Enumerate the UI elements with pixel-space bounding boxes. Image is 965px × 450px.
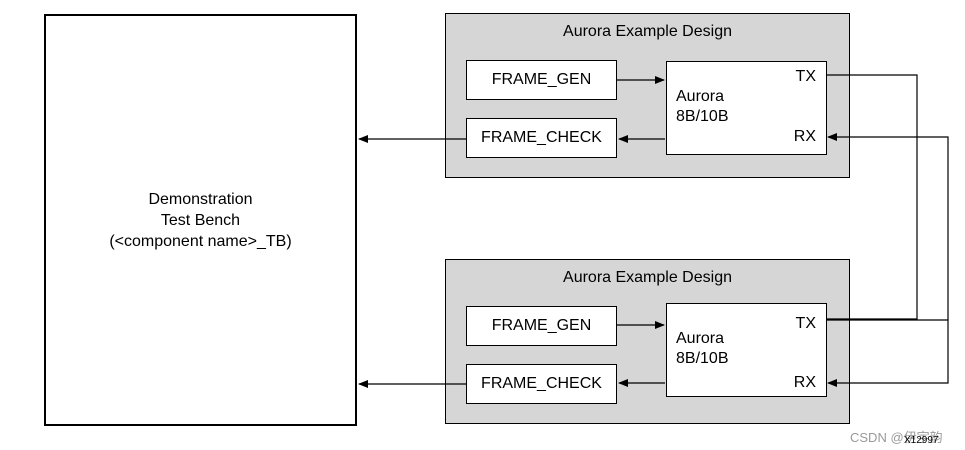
aurora-core-label: Aurora 8B/10B [676, 87, 728, 127]
design-title: Aurora Example Design [563, 23, 732, 40]
aurora-core-block: Aurora 8B/10B TX RX [666, 61, 827, 155]
design-title: Aurora Example Design [563, 269, 732, 286]
example-design-top: Aurora Example Design FRAME_GEN FRAME_CH… [445, 13, 850, 178]
frame-gen-block: FRAME_GEN [466, 60, 617, 100]
aurora-core-block: Aurora 8B/10B TX RX [666, 303, 827, 397]
test-bench-line-1: Demonstration [148, 190, 253, 208]
test-bench-line-3: (<component name>_TB) [109, 232, 292, 250]
aurora-core-label: Aurora 8B/10B [676, 329, 728, 369]
aurora-core-line-1: Aurora [676, 330, 725, 347]
aurora-core-line-2: 8B/10B [676, 108, 729, 125]
figure-id: X12997 [904, 435, 939, 446]
link-top-tx-to-bottom [826, 74, 918, 320]
example-design-bottom: Aurora Example Design FRAME_GEN FRAME_CH… [445, 259, 850, 424]
test-bench-label: Demonstration Test Bench (<component nam… [109, 189, 291, 252]
aurora-core-line-2: 8B/10B [676, 350, 729, 367]
rx-port-label: RX [793, 128, 816, 145]
link-to-top-rx [827, 133, 949, 320]
tx-port-label: TX [795, 68, 816, 85]
frame-check-block: FRAME_CHECK [466, 364, 617, 404]
frame-check-block: FRAME_CHECK [466, 118, 617, 158]
demonstration-test-bench: Demonstration Test Bench (<component nam… [44, 14, 357, 426]
aurora-core-line-1: Aurora [676, 88, 725, 105]
tx-port-label: TX [795, 315, 816, 332]
test-bench-line-2: Test Bench [160, 211, 241, 229]
watermark-text: CSDN @伊宇韵 [850, 430, 943, 445]
rx-port-label: RX [793, 374, 816, 391]
link-bottom-tx-to-bottom-rx [826, 319, 949, 387]
frame-gen-block: FRAME_GEN [466, 306, 617, 346]
